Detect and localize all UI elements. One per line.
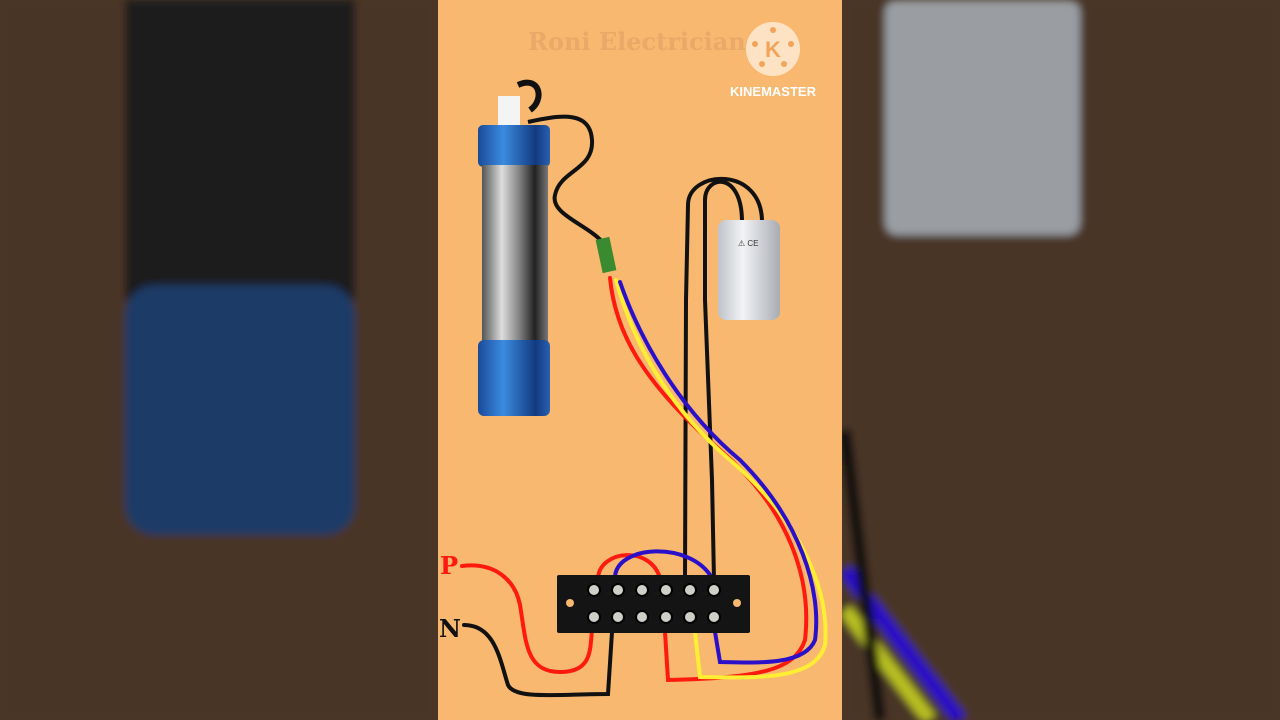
svg-text:K: K <box>765 37 781 62</box>
terminal-screw <box>683 610 697 624</box>
capacitor: ⚠ CE <box>683 176 780 581</box>
terminal-screw <box>683 583 697 597</box>
phase-label: P <box>440 551 458 580</box>
channel-watermark: Roni Electrician <box>528 27 746 56</box>
terminal-screw <box>707 583 721 597</box>
right-blurred-background <box>839 0 1280 720</box>
terminal-screw <box>659 583 673 597</box>
terminal-screw <box>635 583 649 597</box>
terminal-block <box>557 575 750 633</box>
svg-text:⚠ CE: ⚠ CE <box>738 239 759 248</box>
submersible-motor <box>478 79 617 416</box>
phase-wire <box>460 563 594 675</box>
terminal-screw <box>587 583 601 597</box>
neutral-wire <box>462 623 614 698</box>
kinemaster-label: KINEMASTER <box>730 84 817 99</box>
phase-jumper <box>596 553 662 580</box>
terminal-screw <box>635 610 649 624</box>
red-motor-wire <box>608 276 809 683</box>
terminal-screw <box>611 610 625 624</box>
neutral-label: N <box>439 614 461 643</box>
blue-jumper <box>613 549 714 580</box>
terminal-screw <box>611 583 625 597</box>
wires <box>460 276 828 698</box>
terminal-screw <box>659 610 673 624</box>
kinemaster-logo: K <box>746 22 800 76</box>
terminal-screw <box>707 610 721 624</box>
terminal-screw <box>587 610 601 624</box>
left-blurred-background <box>0 0 438 720</box>
blue-motor-wire <box>618 280 819 665</box>
